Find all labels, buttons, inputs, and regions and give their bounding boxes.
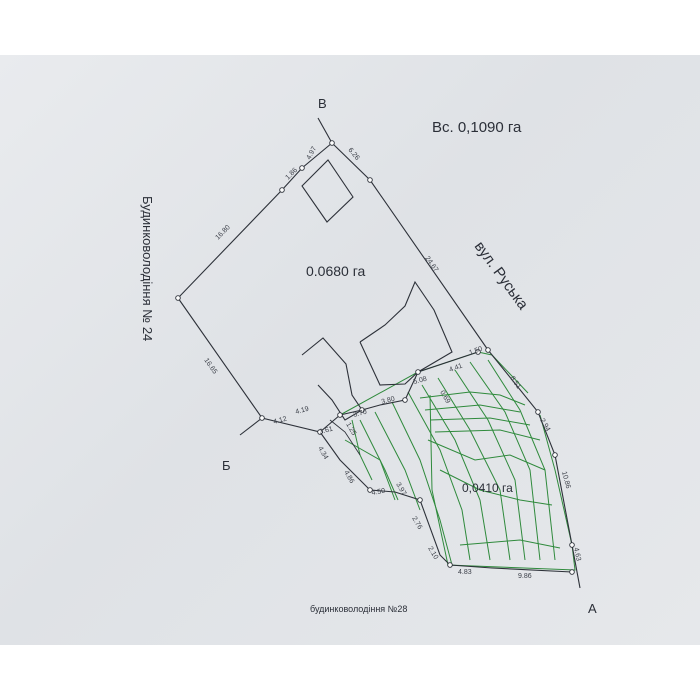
dim-label: 3.70	[353, 409, 368, 419]
dimension-labels: 4.97 6.26 1.86 16.80 24.67 16.65 4.12 4.…	[202, 146, 581, 580]
dim-label: 4.83	[458, 569, 472, 576]
neighbor-south-label: будинковолодіння №28	[310, 604, 407, 614]
paper-sheet	[0, 55, 700, 645]
dim-label: 16.65	[202, 357, 218, 375]
street-label: вул. Руська	[471, 238, 532, 313]
dim-label: 4.19	[295, 406, 310, 416]
total-area-label: Вс. 0,1090 га	[432, 119, 522, 136]
main-area-label: 0.0680 га	[306, 263, 366, 279]
dim-label: 4.34	[316, 446, 329, 461]
dim-label: 1.50	[468, 346, 483, 357]
survey-points	[175, 140, 575, 575]
buildings	[301, 159, 453, 456]
hatched-area	[339, 351, 576, 571]
dim-label: 4.86	[342, 470, 355, 485]
dim-label: 2.76	[410, 516, 423, 531]
hatched-area-label: 0,0410 га	[462, 481, 513, 495]
dim-label: 4.12	[273, 416, 288, 426]
dim-label: 4.97	[306, 146, 319, 161]
dim-label: 8.51	[508, 375, 522, 390]
neighbor-west-label: Будинковолодіння № 24	[140, 196, 155, 341]
dim-label: 0.69	[438, 390, 451, 405]
point-b-label: Б	[222, 458, 231, 473]
dim-label: 24.67	[423, 255, 439, 273]
point-v-label: В	[318, 96, 327, 111]
building-north	[301, 159, 354, 223]
dim-label: 2.94	[538, 418, 551, 433]
dim-label: 3.80	[381, 396, 396, 406]
dim-label: 4.63	[572, 547, 582, 562]
dim-label: 4.41	[448, 363, 463, 374]
dim-label: 3.61	[319, 426, 334, 436]
point-a-label: А	[588, 601, 597, 616]
dim-label: 9.86	[518, 573, 532, 580]
dim-label: 16.80	[214, 224, 231, 241]
dim-label: 5.08	[413, 376, 428, 386]
dim-label: 4.50	[371, 488, 386, 497]
dim-label: 3.97	[394, 482, 407, 497]
dim-label: 10.86	[560, 471, 571, 490]
